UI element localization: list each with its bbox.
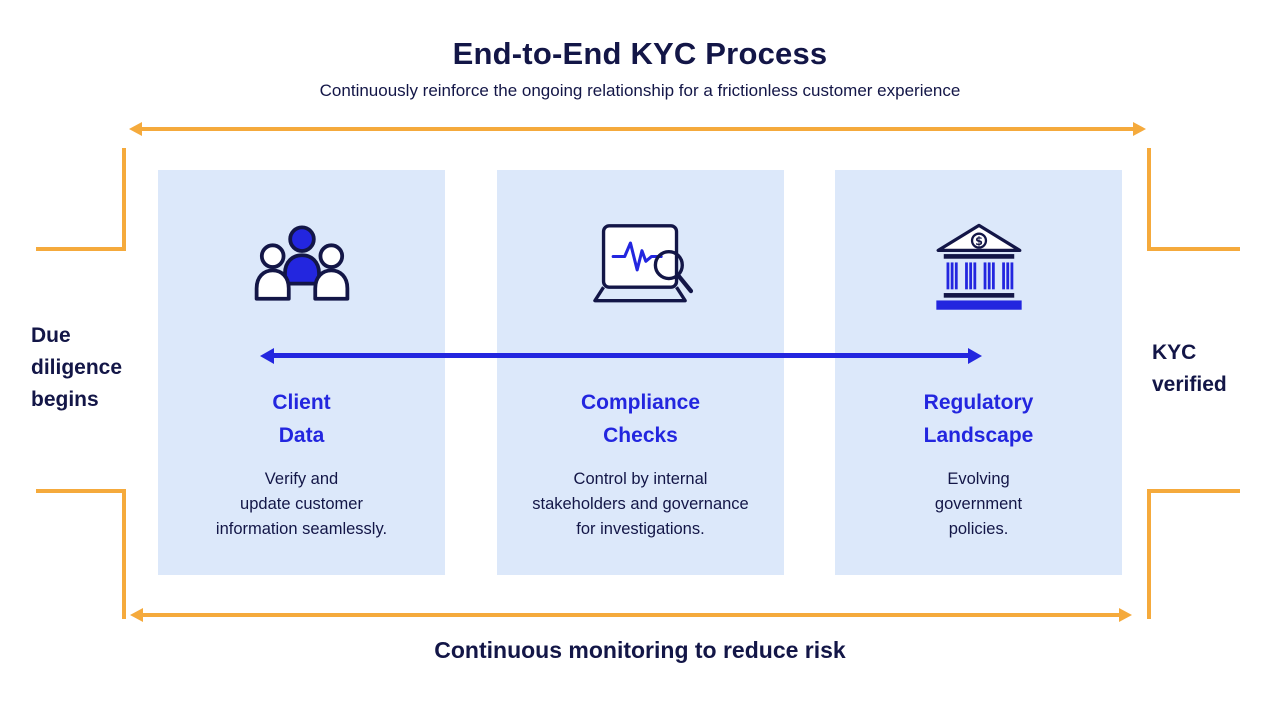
arrowhead-right-icon — [1119, 608, 1132, 622]
card-title: Regulatory Landscape — [923, 391, 1034, 447]
arrowhead-right-icon — [1133, 122, 1146, 136]
card-description: Evolving government policies. — [934, 470, 1023, 538]
bracket-top-left — [36, 148, 126, 251]
arrowhead-left-icon — [260, 347, 274, 364]
label-kyc-verified: KYC verified — [1152, 341, 1227, 396]
arrow-shaft — [143, 613, 1119, 617]
bracket-bottom-right — [1147, 489, 1240, 619]
card-title: Compliance Checks — [580, 391, 701, 447]
laptop-analysis-search-icon — [497, 212, 784, 324]
diagram-title: End-to-End KYC Process — [452, 36, 828, 71]
arrow-shaft — [274, 353, 968, 358]
svg-text:$: $ — [975, 235, 983, 248]
card-title: Client Data — [272, 391, 331, 447]
arrow-shaft — [142, 127, 1133, 131]
bracket-bottom-left — [36, 489, 126, 619]
bracket-top-right — [1147, 148, 1240, 251]
arrowhead-left-icon — [130, 608, 143, 622]
diagram-subtitle: Continuously reinforce the ongoing relat… — [319, 81, 961, 100]
card-compliance-checks: Compliance Checks Control by internal st… — [497, 170, 784, 575]
label-due-diligence-begins: Due diligence begins — [31, 324, 123, 411]
card-client-data: Client Data Verify and update customer i… — [158, 170, 445, 575]
bank-building-icon: $ — [835, 212, 1122, 324]
process-flow-arrow — [260, 347, 982, 364]
arrowhead-right-icon — [968, 347, 982, 364]
bottom-monitoring-arrow — [130, 608, 1132, 622]
top-timeline-arrow — [129, 122, 1146, 136]
card-description: Control by internal stakeholders and gov… — [532, 470, 749, 538]
card-regulatory-landscape: $ Regulatory Landscape Evolving governme… — [835, 170, 1122, 575]
card-description: Verify and update customer information s… — [215, 470, 388, 538]
arrowhead-left-icon — [129, 122, 142, 136]
people-group-icon — [158, 212, 445, 324]
bottom-caption: Continuous monitoring to reduce risk — [434, 637, 846, 663]
